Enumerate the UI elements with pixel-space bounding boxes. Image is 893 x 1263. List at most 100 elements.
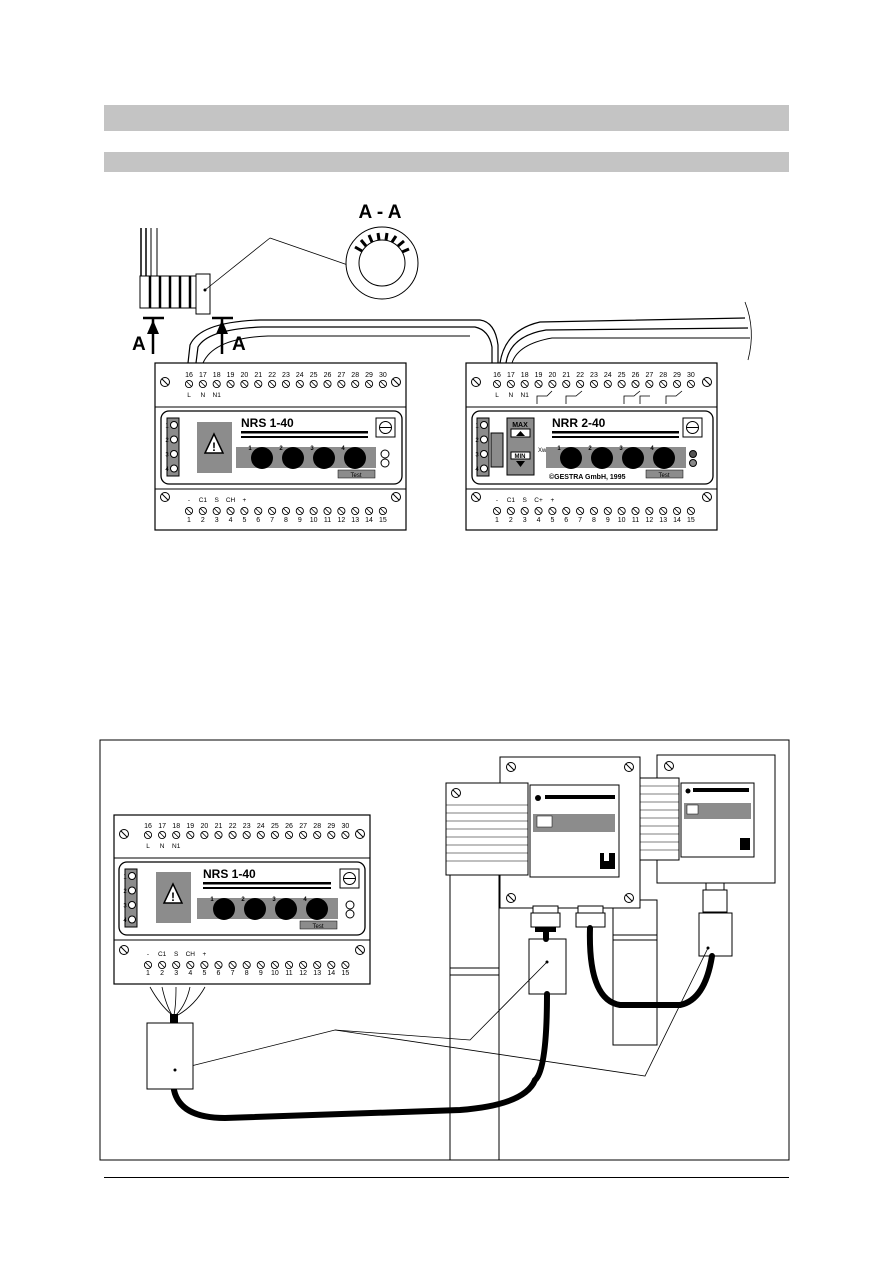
control-button-number: 1	[557, 446, 561, 452]
terminal-number: 22	[268, 372, 276, 379]
control-button-1[interactable]	[251, 447, 273, 469]
terminal-screw	[351, 379, 360, 389]
control-button-number: 2	[241, 897, 245, 903]
control-button-glyph: ▲	[249, 902, 261, 916]
control-button-glyph: ▼	[627, 451, 639, 465]
terminal-screw	[268, 506, 277, 516]
control-button-4[interactable]	[344, 447, 366, 469]
terminal-number: 3	[174, 970, 178, 977]
terminal-number: 18	[521, 372, 529, 379]
installation-frame	[99, 739, 790, 1161]
terminal-screw	[378, 506, 387, 516]
terminal-number: 1	[146, 970, 150, 977]
terminal-screw	[268, 379, 277, 389]
terminal-screw	[186, 960, 195, 970]
terminal-sublabel: S	[523, 497, 528, 504]
terminal-number: 24	[604, 372, 612, 379]
terminal-screw	[158, 960, 167, 970]
control-button-3[interactable]	[275, 898, 297, 920]
terminal-number: 9	[298, 517, 302, 524]
terminal-screw	[200, 830, 209, 840]
terminal-screw	[200, 960, 209, 970]
terminal-sublabel: L	[495, 392, 499, 399]
terminal-number: 27	[337, 372, 345, 379]
terminal-screw	[506, 506, 515, 516]
indicator-led	[170, 421, 178, 429]
terminal-sublabel: L	[187, 392, 191, 399]
terminal-number: 29	[673, 372, 681, 379]
terminal-screw	[313, 830, 322, 840]
terminal-number: 19	[186, 823, 194, 830]
terminal-sublabel: C+	[534, 497, 543, 504]
terminal-sublabel: -	[188, 497, 190, 504]
terminal-screw	[254, 379, 263, 389]
control-button-3[interactable]	[622, 447, 644, 469]
lower-nrs-test-label: Test	[312, 924, 323, 930]
terminal-number: 28	[313, 823, 321, 830]
terminal-screw	[186, 830, 195, 840]
terminal-number: 11	[324, 517, 331, 524]
terminal-screw	[240, 379, 249, 389]
svg-text:!: !	[212, 440, 216, 454]
terminal-number: 6	[217, 970, 221, 977]
terminal-number: 30	[687, 372, 695, 379]
terminal-screw	[378, 379, 387, 389]
terminal-screw	[254, 506, 263, 516]
terminal-screw	[631, 506, 640, 516]
terminal-number: 4	[537, 517, 541, 524]
control-button-2[interactable]	[244, 898, 266, 920]
control-button-1[interactable]	[213, 898, 235, 920]
top-cables	[187, 301, 752, 364]
terminal-screw	[299, 830, 308, 840]
control-button-4[interactable]	[653, 447, 675, 469]
control-button-glyph: P	[256, 449, 267, 468]
terminal-sublabel: -	[147, 951, 149, 958]
side-indicator-number: 1	[123, 875, 127, 881]
terminal-screw	[534, 379, 543, 389]
terminal-screw	[158, 830, 167, 840]
control-button-3[interactable]	[313, 447, 335, 469]
terminal-number: 9	[606, 517, 610, 524]
control-button-number: 2	[279, 446, 283, 452]
terminal-number: 29	[327, 823, 335, 830]
terminal-screw	[256, 960, 265, 970]
terminal-number: 27	[645, 372, 653, 379]
control-button-4[interactable]	[306, 898, 328, 920]
terminal-screw	[242, 960, 251, 970]
terminal-screw	[281, 379, 291, 389]
control-button-number: 4	[303, 897, 307, 903]
terminal-number: 20	[549, 372, 557, 379]
terminal-number: 5	[550, 517, 554, 524]
terminal-screw	[242, 830, 251, 840]
terminal-screw	[143, 960, 153, 970]
control-button-2[interactable]	[591, 447, 613, 469]
terminal-screw	[520, 506, 529, 516]
terminal-screw	[562, 506, 571, 516]
terminal-number: 19	[227, 372, 235, 379]
terminal-box-right	[638, 754, 776, 957]
terminal-number: 4	[188, 970, 192, 977]
terminal-screw	[198, 379, 207, 389]
terminal-screw	[228, 960, 237, 970]
terminal-screw	[659, 379, 668, 389]
terminal-number: 7	[231, 970, 235, 977]
control-button-1[interactable]	[560, 447, 582, 469]
terminal-screw	[172, 960, 181, 970]
terminal-screw	[673, 379, 682, 389]
terminal-number: 11	[632, 517, 639, 524]
terminal-screw	[589, 379, 598, 389]
arrow-label-right: A	[232, 334, 246, 355]
indicator-led	[480, 421, 488, 429]
terminal-screw	[341, 960, 350, 970]
terminal-number: 25	[618, 372, 626, 379]
terminal-screw	[673, 506, 682, 516]
indicator-led	[480, 435, 488, 444]
control-button-glyph: ▼	[318, 451, 330, 465]
control-button-2[interactable]	[282, 447, 304, 469]
terminal-screw	[309, 379, 318, 389]
nrs-test-label: Test	[350, 473, 361, 479]
terminal-sublabel: N	[508, 392, 513, 399]
terminal-number: 16	[493, 372, 501, 379]
